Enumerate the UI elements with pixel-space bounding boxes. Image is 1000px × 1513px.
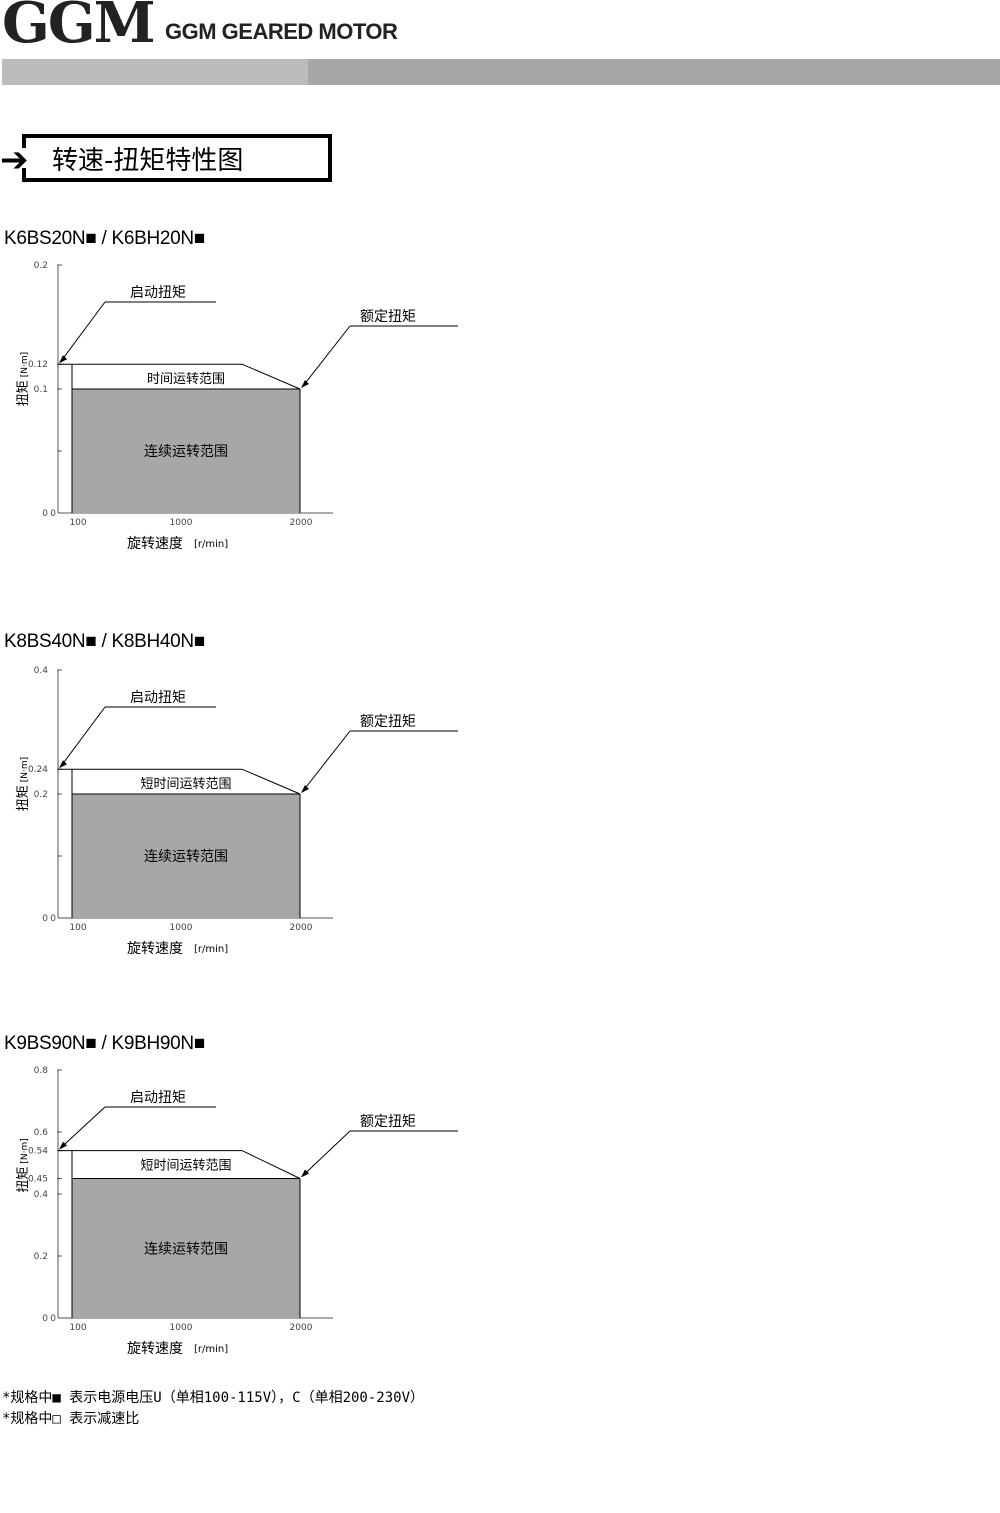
continuous-region	[72, 389, 300, 513]
x-tick-label: 1000	[170, 923, 193, 933]
origin-label: 0	[50, 1314, 56, 1324]
start-torque-arrowhead	[59, 1141, 67, 1150]
chart-3: 0 0.2 0.4 0.45 0.54 0.6 0.8 100 1000 2000 0 短时间运转范围…	[16, 1066, 458, 1357]
y-tick-label: 0.54	[28, 1147, 48, 1157]
start-torque-label: 启动扭矩	[130, 690, 186, 706]
origin-label: 0	[50, 914, 56, 924]
y-tick-label: 0.6	[34, 1128, 49, 1138]
rated-torque-label: 额定扭矩	[360, 309, 416, 325]
x-axis-unit: [r/min]	[194, 539, 228, 550]
x-tick-label: 100	[69, 518, 86, 528]
y-tick-label: 0.4	[34, 1190, 49, 1200]
short-time-region-label: 短时间运转范围	[140, 777, 231, 792]
continuous-region-label: 连续运转范围	[144, 1240, 228, 1257]
chart-3-model: K9BS90N■ / K9BH90N■	[4, 1033, 206, 1054]
rated-torque-pointer	[302, 325, 351, 387]
note-voltage: *规格中■ 表示电源电压U（单相100-115V），C（单相200-230V）	[2, 1390, 425, 1406]
header-bar-dark	[308, 59, 1000, 85]
y-tick-label: 0.8	[34, 1066, 49, 1076]
continuous-region-label: 连续运转范围	[144, 848, 228, 865]
rated-torque-pointer	[302, 1130, 351, 1176]
continuous-region	[72, 794, 300, 918]
y-tick-label: 0	[42, 1314, 48, 1324]
x-axis-title: 旋转速度	[127, 941, 183, 957]
start-torque-arrowhead	[59, 760, 67, 769]
short-time-boundary	[58, 363, 301, 390]
x-tick-label: 1000	[170, 1323, 193, 1333]
rated-torque-arrowhead	[301, 785, 309, 793]
rated-torque-arrowhead	[301, 1169, 309, 1178]
y-axis-unit: [N·m]	[20, 1138, 30, 1163]
y-tick-label: 0.45	[28, 1175, 48, 1185]
y-axis-unit: [N·m]	[20, 352, 30, 377]
y-tick-label: 0	[42, 914, 48, 924]
x-tick-label: 2000	[290, 518, 313, 528]
y-axis-title: 扭矩	[16, 380, 31, 406]
continuous-region	[72, 1178, 300, 1318]
start-torque-label: 启动扭矩	[130, 285, 186, 301]
x-axis-unit: [r/min]	[194, 944, 228, 955]
y-axis-title: 扭矩	[16, 785, 31, 811]
chart-2-model: K8BS40N■ / K8BH40N■	[4, 631, 206, 652]
rated-torque-pointer	[302, 730, 351, 792]
y-axis-title: 扭矩	[16, 1167, 31, 1193]
logo: GGM	[2, 0, 156, 56]
origin-label: 0	[50, 509, 56, 519]
y-tick-label: 0.1	[34, 385, 48, 395]
section-title: 转速-扭矩特性图	[52, 146, 244, 176]
y-tick-label: 0.2	[34, 790, 48, 800]
x-tick-label: 2000	[290, 1323, 313, 1333]
rated-torque-arrowhead	[301, 380, 309, 388]
x-axis-unit: [r/min]	[194, 1344, 228, 1355]
x-axis-title: 旋转速度	[127, 1341, 183, 1357]
x-tick-label: 1000	[170, 518, 193, 528]
note-ratio: *规格中□ 表示减速比	[2, 1411, 140, 1427]
y-tick-label: 0.24	[28, 765, 48, 775]
continuous-region-label: 连续运转范围	[144, 443, 228, 460]
x-tick-label: 100	[69, 923, 86, 933]
start-torque-pointer	[60, 301, 106, 362]
x-axis-title: 旋转速度	[127, 536, 183, 552]
section-title-frame	[22, 134, 332, 182]
start-torque-arrowhead	[59, 355, 67, 364]
x-tick-label: 2000	[290, 923, 313, 933]
brand-subtitle: GGM GEARED MOTOR	[165, 19, 398, 44]
header-bar-light	[2, 59, 308, 85]
y-tick-label: 0.12	[28, 360, 48, 370]
start-torque-label: 启动扭矩	[130, 1090, 186, 1106]
rated-torque-label: 额定扭矩	[360, 714, 416, 730]
short-time-boundary	[58, 1150, 301, 1179]
start-torque-pointer	[60, 706, 106, 767]
y-tick-label: 0	[42, 509, 48, 519]
short-time-region-label: 短时间运转范围	[140, 1159, 231, 1174]
chart-1-model: K6BS20N■ / K6BH20N■	[4, 228, 206, 249]
y-axis-unit: [N·m]	[20, 757, 30, 782]
y-tick-label: 0.2	[34, 261, 48, 271]
y-tick-label: 0.4	[34, 666, 49, 676]
y-tick-label: 0.2	[34, 1252, 48, 1262]
start-torque-pointer	[60, 1106, 106, 1148]
short-time-boundary	[58, 768, 301, 795]
short-time-region-label: 时间运转范围	[147, 372, 225, 387]
rated-torque-label: 额定扭矩	[360, 1114, 416, 1130]
x-tick-label: 100	[69, 1323, 86, 1333]
